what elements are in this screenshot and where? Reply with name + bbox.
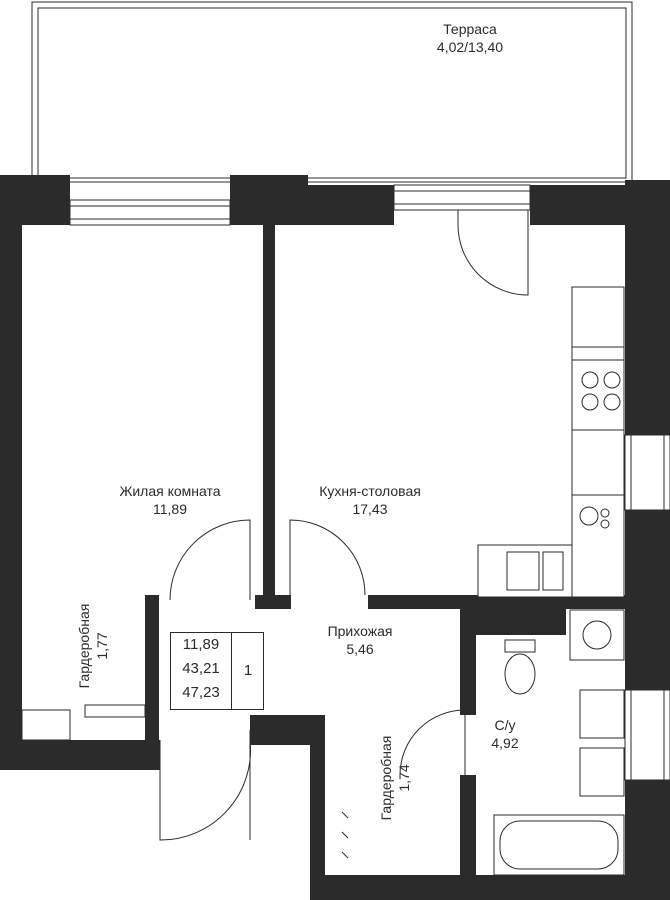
- total-area: 43,21: [182, 660, 220, 677]
- terrace-area: 4,02/13,40: [436, 39, 504, 55]
- bathroom-fixtures: [493, 609, 625, 876]
- dishwasher-icon: [579, 506, 610, 529]
- room-label-hall: Прихожая 5,46: [300, 622, 420, 658]
- cabinet-icon: [571, 286, 625, 348]
- wardrobe-center-area: 1,74: [396, 764, 412, 792]
- area-summary-table: 11,89 43,21 47,23 1: [170, 632, 264, 710]
- bathroom-name: С/у: [494, 717, 516, 733]
- washing-machine-icon: [569, 609, 625, 661]
- living-name: Жилая комната: [119, 483, 221, 499]
- living-area-total: 11,89: [182, 636, 220, 653]
- wardrobe-left-name: Гардеробная: [76, 603, 92, 689]
- hall-area: 5,46: [346, 641, 374, 657]
- terrace-name: Терраса: [443, 21, 497, 37]
- room-label-wardrobe-left: Гардеробная 1,77: [75, 591, 111, 701]
- hob-icon: [581, 371, 621, 411]
- total-area-with-terrace: 47,23: [182, 684, 220, 701]
- area-summary-values: 11,89 43,21 47,23: [171, 633, 232, 709]
- room-label-kitchen: Кухня-столовая 17,43: [290, 482, 450, 518]
- room-label-bathroom: С/у 4,92: [470, 716, 540, 752]
- bathtub-icon: [493, 814, 625, 876]
- hall-name: Прихожая: [327, 623, 393, 639]
- room-label-wardrobe-center: Гардеробная 1,74: [377, 723, 413, 833]
- wardrobe-center-name: Гардеробная: [378, 735, 394, 821]
- washbasin-icon: [579, 689, 625, 797]
- room-count: 1: [243, 662, 253, 679]
- doors: [159, 210, 529, 841]
- kitchen-fixtures: [477, 286, 625, 598]
- windows: [69, 184, 670, 781]
- sink-icon: [506, 551, 564, 591]
- wardrobe-fixtures: [21, 704, 349, 859]
- kitchen-area: 17,43: [352, 501, 388, 517]
- terrace-outline: [31, 1, 633, 183]
- living-area: 11,89: [153, 501, 187, 517]
- toilet-icon: [504, 639, 536, 695]
- room-label-living: Жилая комната 11,89: [80, 482, 260, 518]
- room-label-terrace: Терраса 4,02/13,40: [400, 20, 540, 56]
- walls: [0, 175, 670, 900]
- kitchen-name: Кухня-столовая: [319, 483, 421, 499]
- wardrobe-left-area: 1,77: [94, 632, 110, 660]
- bathroom-area: 4,92: [491, 735, 519, 751]
